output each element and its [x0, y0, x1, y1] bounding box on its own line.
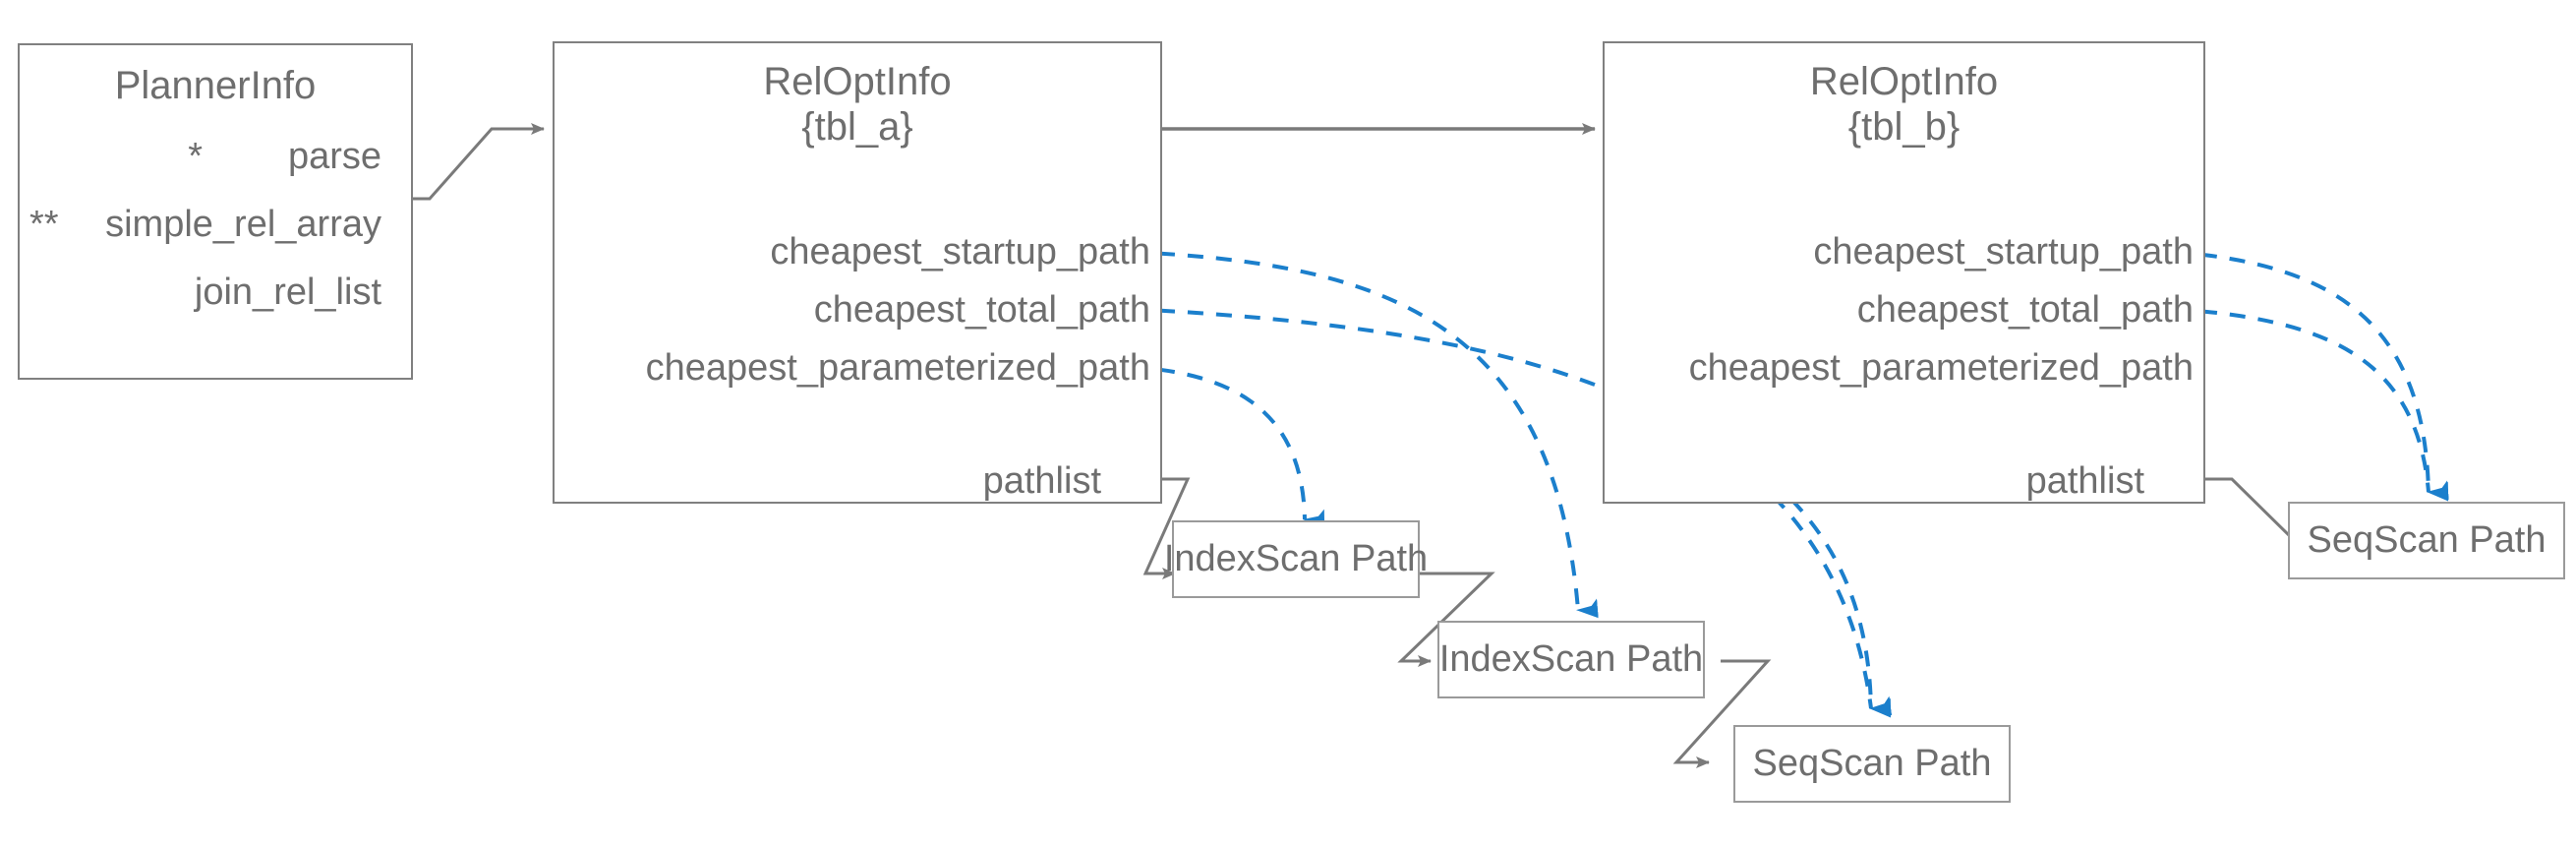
reloptinfo-tbl-b-field-cheapest-total-path: cheapest_total_path — [1856, 289, 2194, 331]
path-box-seqscan-1[interactable]: SeqScan Path — [1733, 725, 2011, 803]
planner-info-field-parse-prefix: * — [188, 136, 203, 177]
path-box-indexscan-2[interactable]: IndexScan Path — [1437, 621, 1705, 698]
planner-info-field-parse: parse — [287, 136, 381, 177]
planner-info-field-simple-rel-array: simple_rel_array — [105, 204, 381, 245]
reloptinfo-tbl-a-field-cheapest-total-path: cheapest_total_path — [813, 289, 1150, 331]
planner-info-field-join-rel-list: join_rel_list — [194, 272, 381, 313]
reloptinfo-tbl-b-field-pathlist: pathlist — [2025, 460, 2144, 502]
reloptinfo-tbl-b-box[interactable]: RelOptInfo {tbl_b} cheapest_startup_path… — [1603, 41, 2205, 504]
reloptinfo-tbl-a-field-cheapest-parameterized-path: cheapest_parameterized_path — [645, 347, 1150, 389]
planner-info-title: PlannerInfo — [114, 64, 317, 107]
connector-b-cheapest-startup — [2172, 250, 2449, 502]
reloptinfo-tbl-b-field-cheapest-parameterized-path: cheapest_parameterized_path — [1688, 347, 2194, 389]
reloptinfo-tbl-b-subtitle: {tbl_b} — [1847, 105, 1961, 149]
reloptinfo-tbl-a-field-pathlist: pathlist — [982, 460, 1101, 502]
path-box-indexscan-1[interactable]: IndexScan Path — [1164, 520, 1428, 598]
reloptinfo-tbl-b-title: RelOptInfo — [1809, 60, 1999, 103]
planner-info-box[interactable]: PlannerInfo * parse ** simple_rel_array … — [18, 43, 413, 380]
reloptinfo-tbl-a-box[interactable]: RelOptInfo {tbl_a} cheapest_startup_path… — [553, 41, 1162, 504]
reloptinfo-tbl-a-subtitle: {tbl_a} — [801, 105, 913, 149]
connector-b-cheapest-total — [2172, 307, 2449, 501]
planner-info-field-simple-rel-array-prefix: ** — [29, 204, 59, 245]
reloptinfo-tbl-b-field-cheapest-startup-path: cheapest_startup_path — [1813, 231, 2194, 272]
reloptinfo-tbl-a-title: RelOptInfo — [763, 60, 952, 103]
reloptinfo-tbl-a-field-cheapest-startup-path: cheapest_startup_path — [770, 231, 1150, 272]
path-box-seqscan-2[interactable]: SeqScan Path — [2288, 502, 2565, 579]
